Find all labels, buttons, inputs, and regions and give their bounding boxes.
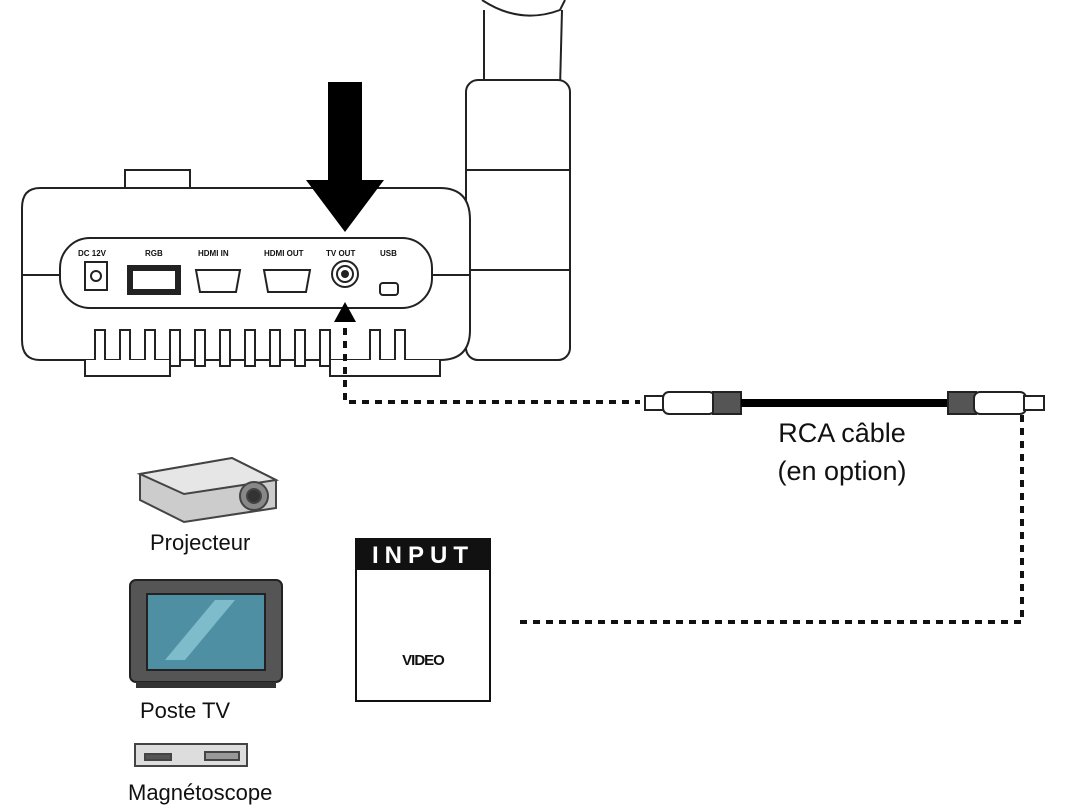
projector-icon	[136, 456, 280, 524]
vcr-label: Magnétoscope	[128, 780, 273, 805]
usb-port	[379, 282, 399, 296]
input-panel-header: INPUT	[357, 540, 489, 570]
projector-label: Projecteur	[150, 530, 251, 555]
up-arrow-icon	[334, 302, 356, 322]
rca-cable-label: RCA câble (en option)	[752, 414, 932, 490]
port-label-usb: USB	[380, 249, 397, 258]
port-label-rgb: RGB	[145, 249, 163, 258]
input-panel: INPUT VIDEO	[355, 538, 491, 702]
rca-cable	[644, 391, 1045, 415]
cable-label-line2: (en option)	[777, 456, 907, 486]
port-label-tv-out: TV OUT	[326, 249, 355, 258]
device-ports	[84, 260, 399, 296]
vent-slots	[94, 329, 406, 367]
tv-icon	[129, 579, 283, 688]
port-label-dc: DC 12V	[78, 249, 107, 258]
vcr-icon	[134, 743, 248, 767]
video-port-label: VIDEO	[402, 652, 445, 669]
document-camera-arm	[465, 0, 571, 361]
connection-lines	[343, 328, 1024, 624]
hdmi-in-port	[194, 269, 242, 293]
port-label-hdmi-in: HDMI IN	[198, 249, 229, 258]
port-labels: DC 12V RGB HDMI IN HDMI OUT TV OUT USB	[78, 249, 397, 258]
port-label-hdmi-out: HDMI OUT	[264, 249, 304, 258]
hdmi-out-port	[262, 269, 312, 293]
down-arrow-icon	[306, 82, 384, 232]
cable-label-line1: RCA câble	[778, 418, 906, 448]
tv-label: Poste TV	[140, 698, 231, 723]
